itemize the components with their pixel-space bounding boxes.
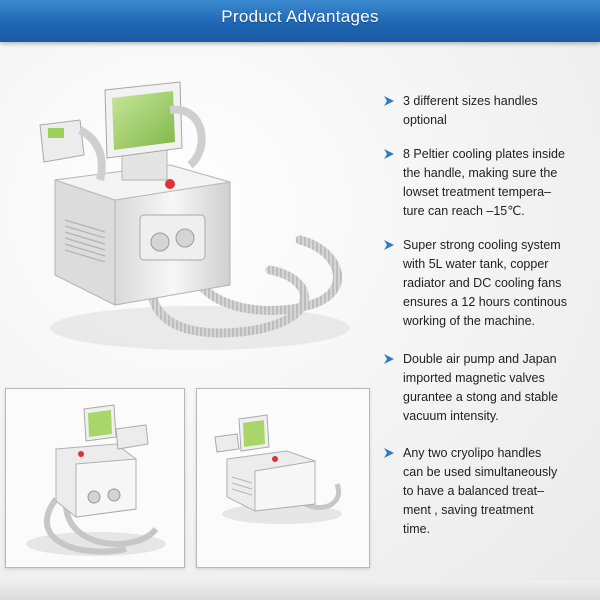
header-banner: Product Advantages: [0, 0, 600, 42]
feature-text: 3 different sizes handles optional: [403, 94, 538, 127]
footer-band: [0, 580, 600, 600]
machine-photo-front: [5, 388, 185, 568]
triangle-bullet-icon: [384, 149, 394, 159]
triangle-bullet-icon: [384, 448, 394, 458]
banner-title: Product Advantages: [221, 7, 379, 26]
triangle-bullet-icon: [384, 240, 394, 250]
feature-text: Super strong cooling system with 5L wate…: [403, 238, 567, 328]
cryolipo-machine-image: [39, 81, 350, 350]
feature-text: Any two cryolipo handles can be used sim…: [403, 446, 558, 536]
feature-text: 8 Peltier cooling plates inside the hand…: [403, 147, 565, 218]
machine-photo-side: [196, 388, 370, 568]
triangle-bullet-icon: [384, 96, 394, 106]
triangle-bullet-icon: [384, 354, 394, 364]
feature-text: Double air pump and Japan imported magne…: [403, 352, 558, 423]
